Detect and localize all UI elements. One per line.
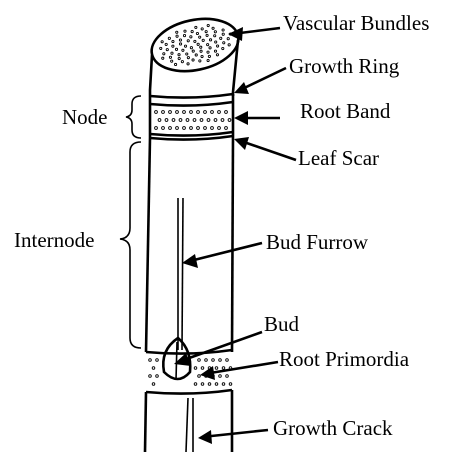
label-bud: Bud — [264, 312, 300, 336]
root-band-bottom — [150, 132, 233, 136]
growth-crack-line — [186, 398, 188, 452]
stalk-right-edge-internode — [232, 136, 233, 352]
node-brace — [126, 96, 141, 138]
stalk-left-edge-internode — [146, 138, 150, 352]
label-growth-ring: Growth Ring — [289, 54, 400, 78]
vascular-bundle-dots — [160, 24, 232, 65]
stalk-left-edge-upper — [150, 55, 152, 96]
stalk-illustration — [145, 11, 243, 452]
label-bud-furrow: Bud Furrow — [266, 230, 369, 254]
label-root-band: Root Band — [300, 99, 391, 123]
label-internode: Internode — [14, 228, 94, 252]
growth-ring-line — [150, 94, 233, 98]
lower-band-bottom — [146, 390, 232, 394]
label-node: Node — [62, 105, 108, 129]
label-leaf-scar: Leaf Scar — [298, 146, 379, 170]
stalk-top-cut — [147, 11, 243, 78]
root-band-top — [150, 102, 233, 106]
root-band-dots — [155, 111, 231, 130]
stalk-left-edge-lower — [145, 392, 146, 452]
label-root-primordia: Root Primordia — [279, 347, 410, 371]
label-vascular-bundles: Vascular Bundles — [283, 11, 429, 35]
label-growth-crack: Growth Crack — [273, 416, 393, 440]
internode-brace — [120, 142, 141, 348]
